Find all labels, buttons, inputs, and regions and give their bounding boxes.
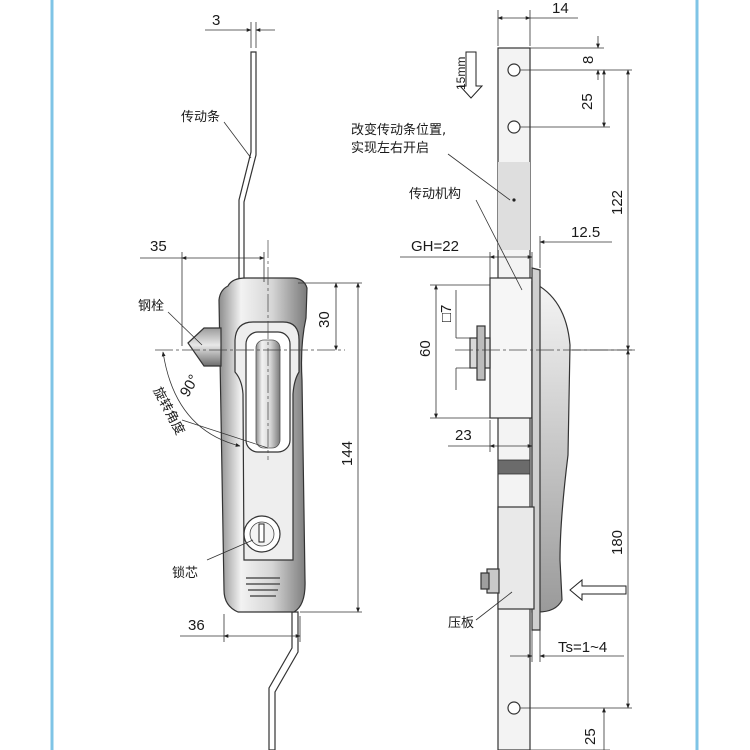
grip-ridges <box>246 577 280 597</box>
pressure-plate-screw <box>480 572 490 590</box>
mounting-bar-shade <box>498 162 530 250</box>
dim-bolt-offset: 35 <box>150 238 167 255</box>
mechanism-box <box>489 277 533 419</box>
square-shaft-inner <box>476 325 486 381</box>
bar-hole-1 <box>507 63 521 77</box>
label-square: □7 <box>438 305 455 322</box>
dim-hole-top: 8 <box>580 56 597 64</box>
dim-body-height: 60 <box>417 340 434 357</box>
transmission-bar-lower <box>268 611 299 750</box>
steel-bolt <box>187 327 222 367</box>
pressure-plate <box>497 506 535 610</box>
insert-arrow <box>569 578 627 602</box>
mounting-bar-dark-band <box>497 459 531 475</box>
right-view: 14 8 25 122 GH=22 12.5 60 □7 <box>351 0 636 750</box>
bar-dot-1 <box>512 198 516 202</box>
dim-gh: GH=22 <box>411 238 459 255</box>
lock-keyway <box>258 523 265 543</box>
dim-body-depth: 23 <box>455 427 472 444</box>
label-angle-value: 90° <box>177 372 203 400</box>
dim-offset-right: 12.5 <box>571 224 600 241</box>
label-change-position-1: 改变传动条位置, <box>351 122 446 138</box>
dim-ts: Ts=1~4 <box>558 639 607 656</box>
dim-hole-pitch-bottom: 25 <box>582 728 599 745</box>
rotation-angle-arc <box>161 351 241 447</box>
label-feed: 15mm <box>454 57 468 90</box>
dim-overall-lower: 180 <box>609 530 626 555</box>
bar-hole-2 <box>507 120 521 134</box>
dim-bar-thickness: 3 <box>212 12 220 29</box>
dim-bar-width: 14 <box>552 0 569 17</box>
handle-side-profile <box>531 281 571 613</box>
feed-arrow <box>458 51 484 99</box>
label-lock-core: 锁芯 <box>172 565 198 581</box>
label-change-position-2: 实现左右开启 <box>351 141 429 156</box>
label-pressure-plate: 压板 <box>448 616 474 631</box>
bar-hole-3 <box>507 701 521 715</box>
dim-handle-top: 30 <box>316 311 333 328</box>
left-view: 3 35 30 144 36 传动条 钢栓 90° 旋转角度 锁芯 <box>138 12 362 750</box>
dim-hole-pitch-top: 25 <box>579 93 596 110</box>
rotation-radius-line <box>181 419 269 449</box>
label-steel-bolt: 钢栓 <box>138 299 164 314</box>
transmission-bar-upper <box>238 51 257 283</box>
label-transmission-bar: 传动条 <box>181 109 220 125</box>
label-transmission-mechanism: 传动机构 <box>409 187 461 202</box>
dim-handle-length: 144 <box>339 441 356 466</box>
dim-handle-width: 36 <box>188 617 205 634</box>
dim-overall-upper: 122 <box>609 190 626 215</box>
